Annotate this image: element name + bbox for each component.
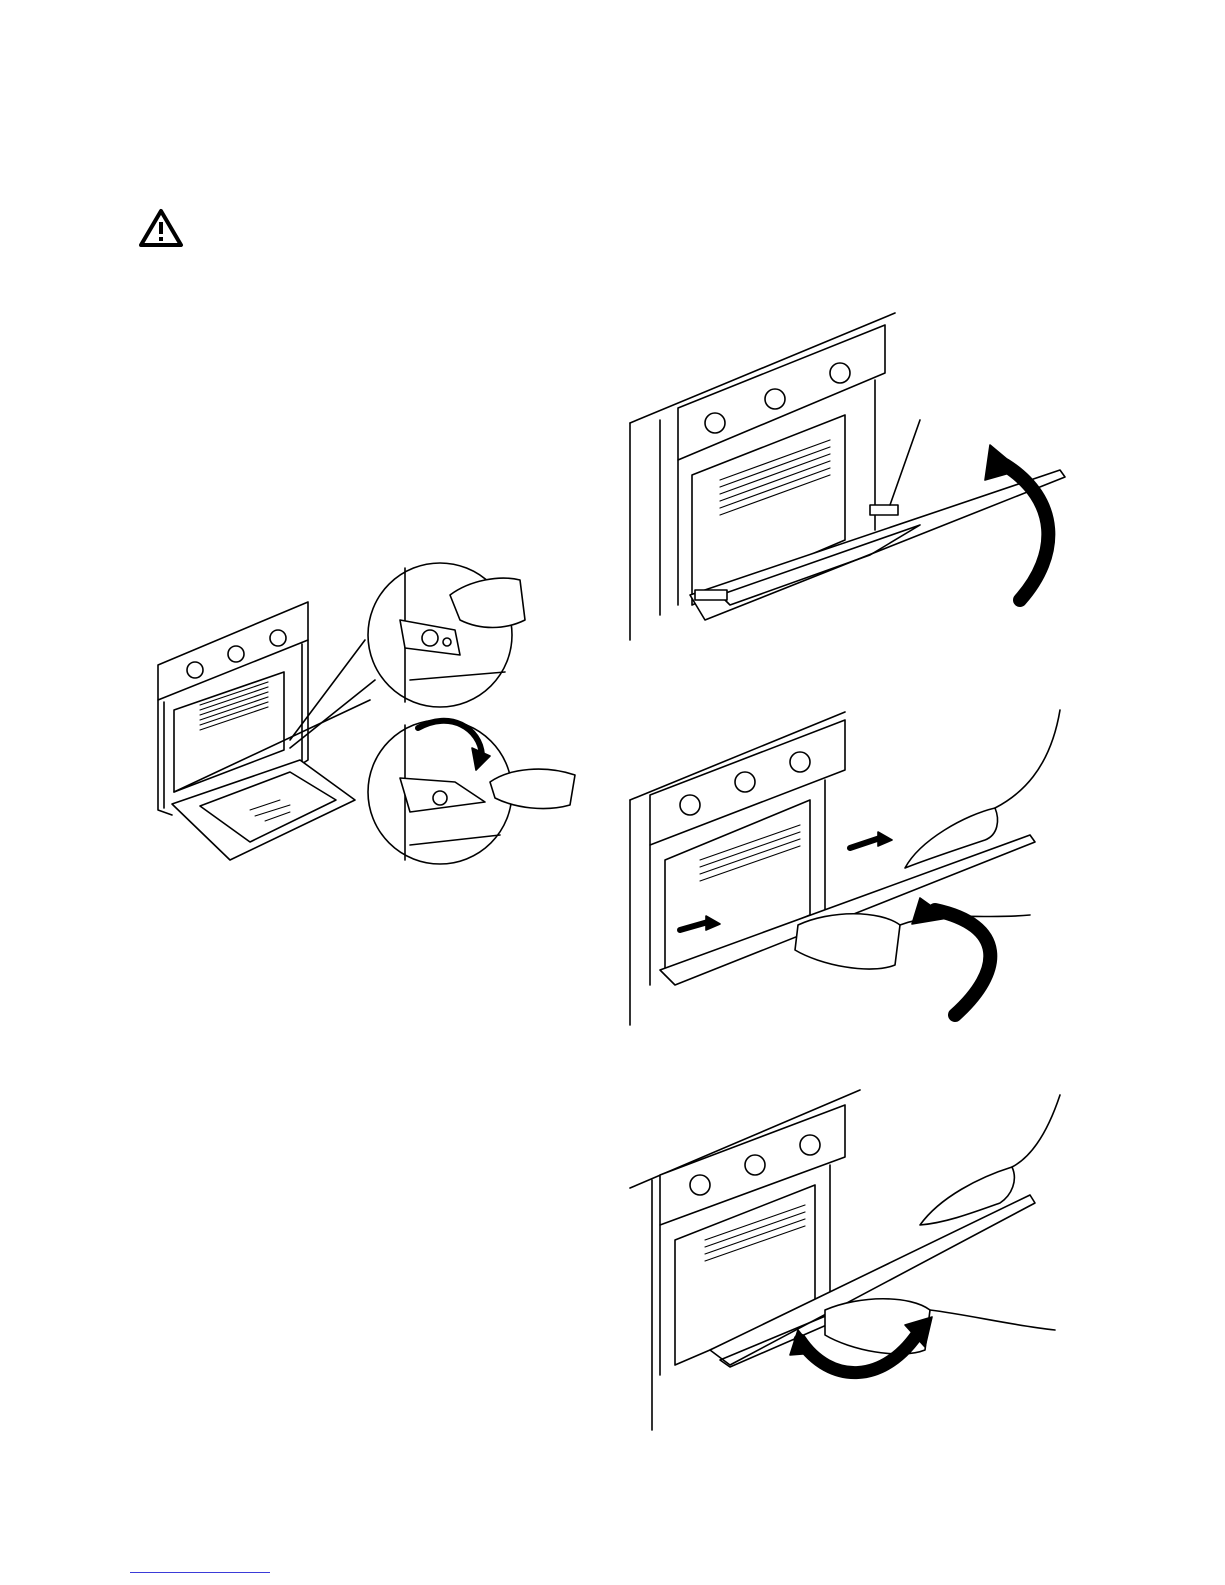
warning-triangle-icon xyxy=(138,208,184,248)
oven-hinge-release-figure xyxy=(150,560,590,880)
oven-door-remove-figure xyxy=(620,1085,1080,1435)
footer-link-line xyxy=(130,1572,270,1573)
oven-door-raise-figure xyxy=(620,305,1080,650)
oven-door-lift-off-figure xyxy=(620,700,1080,1030)
